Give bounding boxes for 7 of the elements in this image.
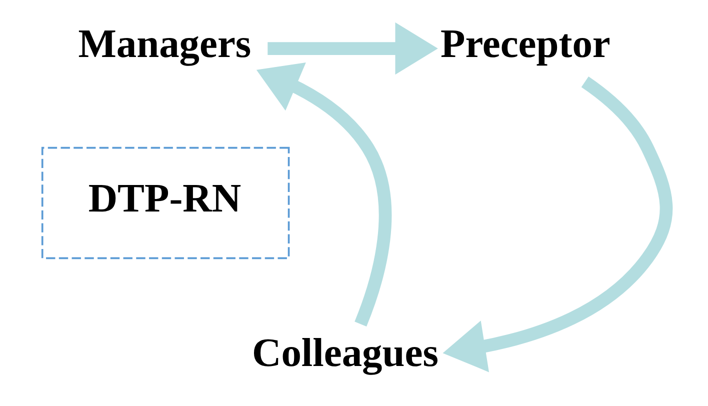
node-text: Preceptor <box>440 20 610 66</box>
arrow <box>442 76 672 372</box>
arrow <box>256 62 392 326</box>
node-text: Colleagues <box>252 330 438 375</box>
node-box: DTP-RN <box>40 146 290 260</box>
node-text: Managers <box>78 20 251 66</box>
arrow <box>267 22 438 75</box>
